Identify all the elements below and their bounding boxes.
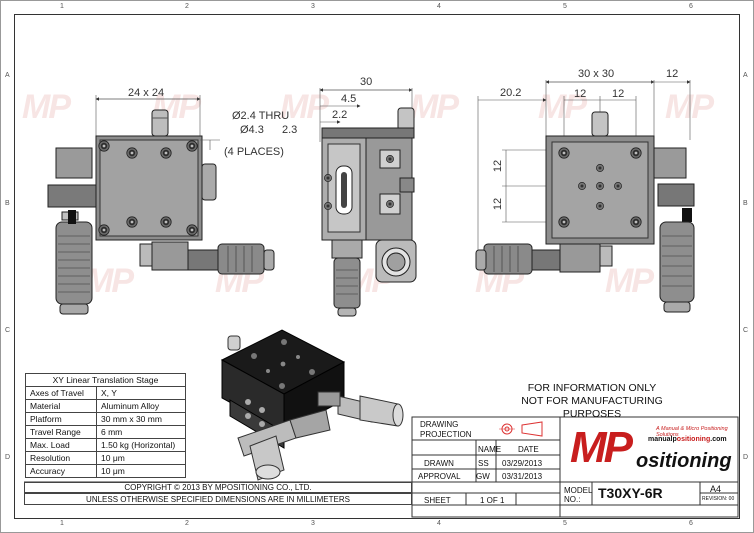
zone-top-5: 5 bbox=[563, 3, 567, 10]
zone-bottom-1: 1 bbox=[60, 520, 64, 527]
zone-top-4: 4 bbox=[437, 3, 441, 10]
dim-12-vert-top: 12 bbox=[492, 159, 505, 173]
spec-title: XY Linear Translation Stage bbox=[25, 373, 186, 387]
dim-30x30: 30 x 30 bbox=[578, 68, 615, 80]
watermark-mp: MP bbox=[280, 88, 329, 126]
logo-wordmark: ositioning bbox=[636, 450, 732, 472]
zone-top-2: 2 bbox=[185, 3, 189, 10]
sheet-number: 1 OF 1 bbox=[480, 496, 505, 505]
logo-url-b: ositioning bbox=[676, 436, 711, 443]
zone-top-6: 6 bbox=[689, 3, 693, 10]
spec-label: Resolution bbox=[25, 451, 97, 465]
side-view bbox=[200, 88, 417, 317]
zone-bottom-4: 4 bbox=[437, 520, 441, 527]
watermark-mp: MP bbox=[665, 88, 714, 126]
dim-24x24: 24 x 24 bbox=[128, 87, 165, 99]
model-number: T30XY-6R bbox=[598, 485, 663, 501]
approval-name: GW bbox=[476, 472, 490, 481]
spec-label: Max. Load bbox=[25, 438, 97, 452]
drawn-label: DRAWN bbox=[424, 459, 454, 468]
top-view bbox=[47, 95, 275, 315]
dim-thru-hole: Ø2.4 THRU bbox=[232, 110, 290, 122]
spec-value: 30 mm x 30 mm bbox=[96, 412, 186, 426]
spec-label: Axes of Travel bbox=[25, 386, 97, 400]
dim-30: 30 bbox=[360, 76, 373, 88]
zone-left-b: B bbox=[5, 200, 10, 207]
watermark-mp: MP bbox=[85, 262, 134, 300]
dim-2-2: 2.2 bbox=[332, 109, 348, 121]
zone-bottom-3: 3 bbox=[311, 520, 315, 527]
drawn-name: SS bbox=[478, 459, 489, 468]
watermark-mp: MP bbox=[605, 262, 654, 300]
drawing-border bbox=[14, 14, 740, 519]
watermark-mp: MP bbox=[410, 88, 459, 126]
logo-url-a: manualp bbox=[648, 436, 677, 443]
product-render bbox=[220, 329, 404, 481]
spec-label: Material bbox=[25, 399, 97, 413]
notice-line-1: FOR INFORMATION ONLY bbox=[527, 382, 657, 394]
drawn-date: 03/29/2013 bbox=[502, 459, 543, 468]
dim-12-offset: 12 bbox=[666, 68, 679, 80]
bottom-view bbox=[475, 80, 695, 313]
approval-label: APPROVAL bbox=[418, 472, 461, 481]
zone-left-d: D bbox=[5, 454, 11, 461]
zone-right-b: B bbox=[743, 200, 748, 207]
spec-value: 10 μm bbox=[96, 451, 186, 465]
watermark-mp: MP bbox=[22, 88, 71, 126]
spec-value: X, Y bbox=[96, 386, 186, 400]
zone-top-1: 1 bbox=[60, 3, 64, 10]
name-header: NAME bbox=[478, 445, 502, 454]
spec-value: 10 μm bbox=[96, 464, 186, 478]
spec-label: Travel Range bbox=[25, 425, 97, 439]
sheet-size: A4 bbox=[710, 484, 722, 494]
information-notice: FOR INFORMATION ONLY NOT FOR MANUFACTURI… bbox=[492, 382, 692, 421]
copyright: COPYRIGHT © 2013 BY MPOSITIONING CO., LT… bbox=[24, 482, 412, 493]
dim-4-5: 4.5 bbox=[341, 93, 357, 105]
spec-value: 6 mm bbox=[96, 425, 186, 439]
logo-mp: MP bbox=[570, 423, 633, 472]
zone-left-c: C bbox=[5, 327, 11, 334]
dim-20-2: 20.2 bbox=[500, 87, 522, 99]
dim-counterbore-depth: 2.3 bbox=[282, 124, 298, 136]
zone-left-a: A bbox=[5, 72, 10, 79]
logo-url: manualpositioning.com bbox=[648, 436, 727, 443]
dim-12-left: 12 bbox=[574, 88, 587, 100]
spec-value: Aluminum Alloy bbox=[96, 399, 186, 413]
company-logo: MP ositioning A Manual & Micro Positioni… bbox=[566, 424, 736, 480]
spec-table: XY Linear Translation Stage Axes of Trav… bbox=[25, 373, 186, 478]
dim-12-right: 12 bbox=[612, 88, 625, 100]
logo-tagline: A Manual & Micro Positioning Solutions bbox=[656, 426, 728, 438]
sheet-label: SHEET bbox=[424, 496, 451, 505]
spec-label: Platform bbox=[25, 412, 97, 426]
approval-date: 03/31/2013 bbox=[502, 472, 543, 481]
revision: REVISION: 00 bbox=[702, 496, 735, 502]
notice-line-2: NOT FOR MANUFACTURING PURPOSES bbox=[521, 395, 663, 420]
date-header: DATE bbox=[518, 445, 539, 454]
zone-right-d: D bbox=[743, 454, 749, 461]
logo-url-c: .com bbox=[710, 436, 727, 443]
zone-bottom-2: 2 bbox=[185, 520, 189, 527]
model-label: MODEL NO.: bbox=[564, 486, 593, 504]
zone-top-3: 3 bbox=[311, 3, 315, 10]
dim-places: (4 PLACES) bbox=[224, 146, 284, 158]
zone-right-a: A bbox=[743, 72, 748, 79]
drawing-projection-label: DRAWING PROJECTION bbox=[420, 420, 472, 439]
zone-right-c: C bbox=[743, 327, 749, 334]
dim-12-vert-bottom: 12 bbox=[492, 197, 505, 211]
spec-value: 1.50 kg (Horizontal) bbox=[96, 438, 186, 452]
units-note: UNLESS OTHERWISE SPECIFIED DIMENSIONS AR… bbox=[24, 493, 412, 505]
zone-bottom-6: 6 bbox=[689, 520, 693, 527]
dim-counterbore: Ø4.3 bbox=[240, 124, 264, 136]
zone-bottom-5: 5 bbox=[563, 520, 567, 527]
spec-label: Accuracy bbox=[25, 464, 97, 478]
